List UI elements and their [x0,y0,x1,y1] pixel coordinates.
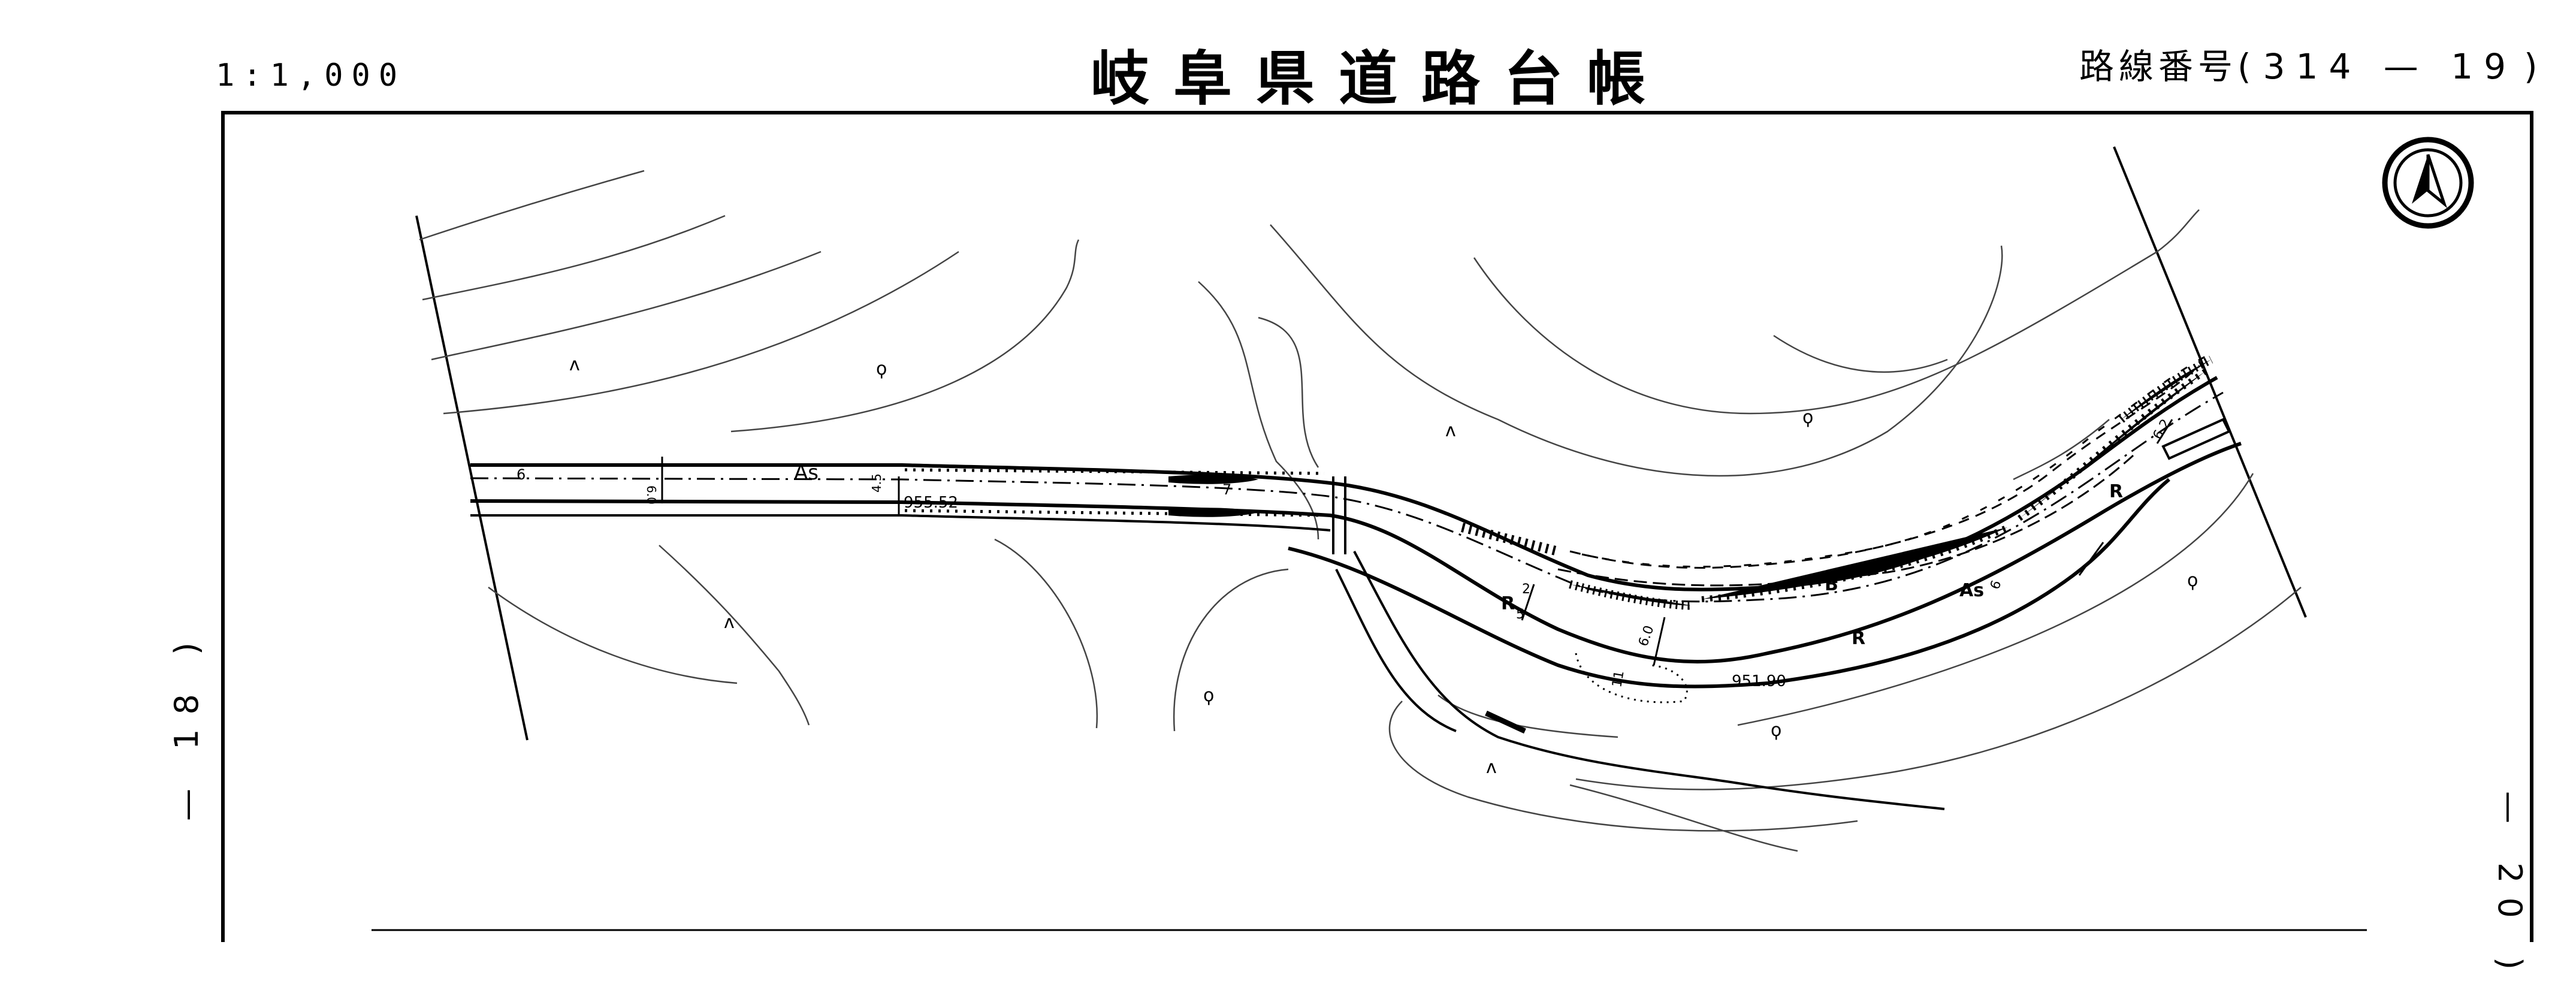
elevation-left: 955.52 [904,494,958,512]
terrain-symbols: ʌ ʌ ʌ ʌ ϙ ϙ ϙ ϙ ϙ [569,354,2198,778]
dotted-outline [1575,653,1688,704]
route-number: 314 — 19 [2263,46,2517,87]
width-value: 2 [1522,582,1530,597]
width-value: 4.5 [869,473,884,493]
retaining-walls [904,355,2213,610]
flow-arrow [1485,710,1526,734]
route-label: 路線番号( [2079,46,2256,87]
surface-label-as-right: As [1959,580,1984,601]
paddy-symbol: ϙ [1203,685,1214,706]
forest-symbol: ʌ [1445,420,1456,441]
curb-label-b: B [1825,574,1838,595]
forest-symbol: ʌ [569,354,580,375]
width-value: 6.2 [2151,416,2174,442]
contour-lines [419,170,2302,852]
elevation-right: 951.90 [1732,672,1786,690]
curb-label-r: R [1852,628,1865,649]
paddy-symbol: ϙ [876,358,887,379]
boundary-lines [415,146,2307,741]
width-value: 7 [1222,481,1231,498]
stream [1335,551,1945,810]
paddy-symbol: ϙ [1771,720,1781,741]
route-close: ) [2524,46,2542,87]
width-ticks [661,419,2173,666]
culvert-marks [1332,418,2231,554]
map-frame [221,111,2533,942]
paddy-symbol: ϙ [1802,407,1813,428]
page-title: 岐阜県道路台帳 [1091,44,1670,113]
width-value: 6 [1988,578,2004,591]
road-ledger-map: ʌ ʌ ʌ ʌ ϙ ϙ ϙ ϙ ϙ As As R R R B 6 6.0 4.… [221,111,2533,942]
road-labels: As As R R R B [794,461,2123,649]
route-number-label: 路線番号(314 — 19) [2079,38,2542,89]
width-value: 6.0 [1636,624,1657,648]
curb-label-r: R [2109,481,2123,502]
forest-symbol: ʌ [1486,757,1497,778]
paddy-symbol: ϙ [2187,570,2198,591]
scale-label: 1:1,000 [216,58,406,93]
width-value: 11 [1609,669,1627,689]
width-value: 6 [517,466,526,483]
width-value: 5 [1516,607,1524,622]
curb-label-r: R [1501,593,1515,614]
north-arrow-icon [2382,137,2474,229]
road [470,364,2242,689]
curbs [1168,475,1258,517]
slope-ticks [1557,352,2212,587]
elevations: 955.52 951.90 [904,494,1786,690]
surface-label-as-left: As [794,461,819,485]
forest-symbol: ʌ [724,612,735,633]
width-value: 6.0 [644,485,659,505]
